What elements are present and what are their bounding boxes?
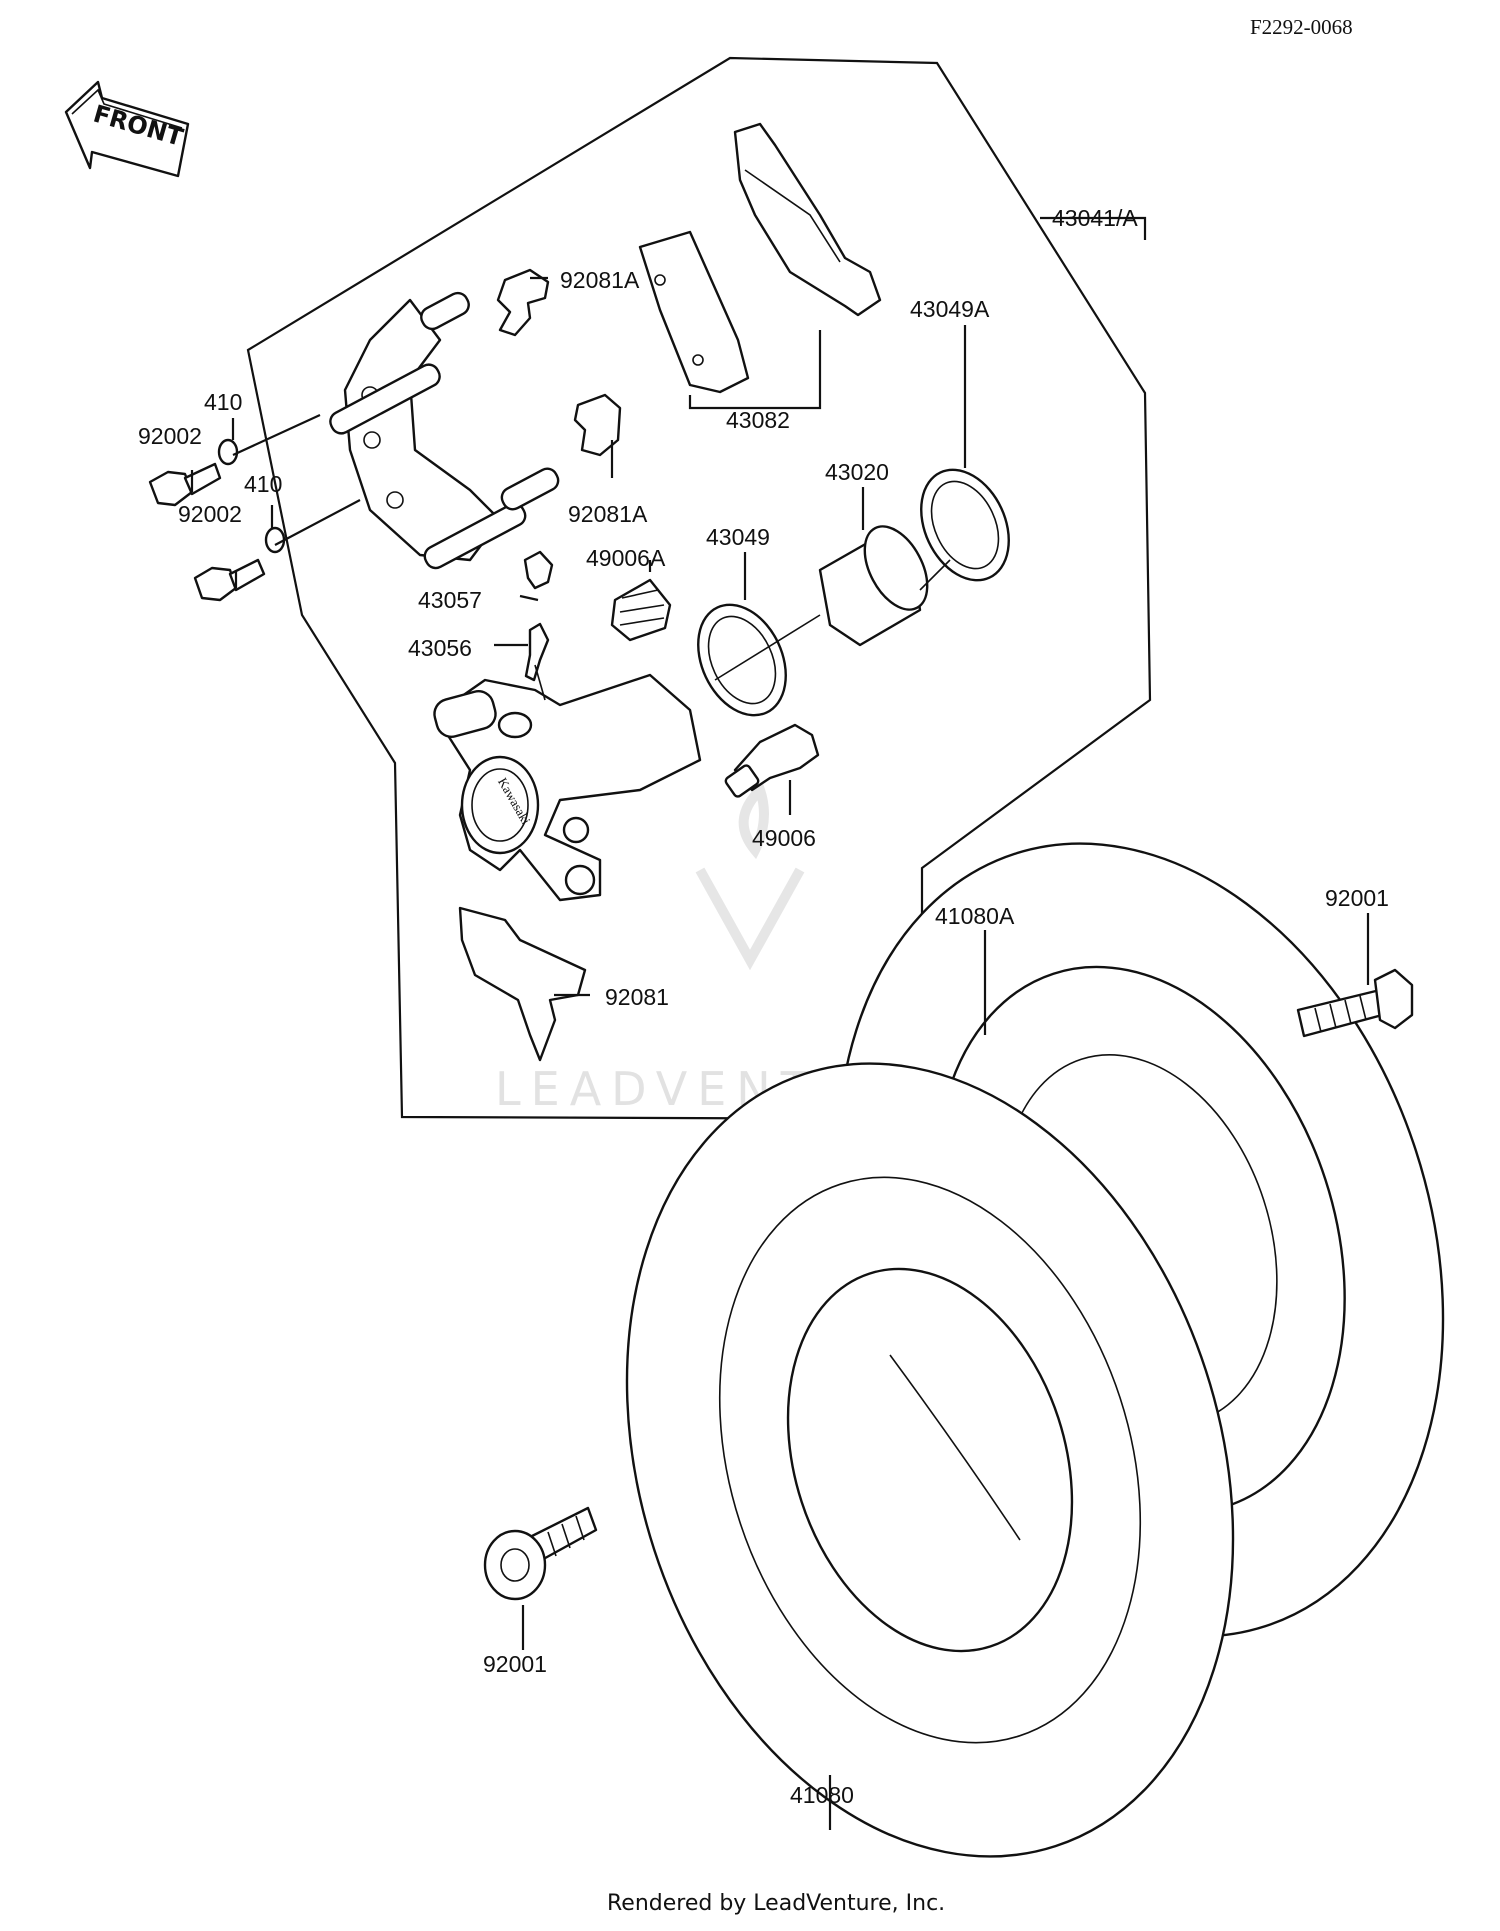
label-410-upper: 410 (204, 389, 242, 415)
label-43082: 43082 (726, 407, 790, 433)
caliper-bracket (329, 291, 560, 570)
label-92081a-top: 92081A (560, 267, 640, 293)
bolt-92002-lower (193, 558, 266, 602)
caliper-body: Kawasaki (433, 673, 702, 902)
label-92081: 92081 (605, 984, 669, 1010)
pin-bolt (724, 723, 820, 798)
label-43049: 43049 (706, 524, 770, 550)
brake-pad-set (638, 122, 882, 394)
label-92002-upper: 92002 (138, 423, 202, 449)
pad-spring-bottom (458, 906, 587, 1062)
piston (818, 525, 929, 647)
bleeder-cap (523, 550, 554, 590)
label-92002-lower: 92002 (178, 501, 242, 527)
label-410-lower: 410 (244, 471, 282, 497)
label-43049a: 43049A (910, 296, 990, 322)
label-43041a: 43041/A (1052, 205, 1138, 231)
label-92001-left: 92001 (483, 1651, 547, 1677)
boot-49006a (610, 578, 672, 642)
pad-spring-top (496, 268, 550, 337)
diagram-code: F2292-0068 (1250, 15, 1353, 39)
front-arrow-icon: FRONT (64, 80, 190, 178)
label-43020: 43020 (825, 459, 889, 485)
piston-seal-43049 (697, 603, 787, 717)
caliper-assembly-outline (246, 56, 1152, 1121)
collar-410-upper (217, 438, 239, 466)
pad-spring-mid (573, 393, 622, 457)
label-43057: 43057 (418, 587, 482, 613)
brake-disc-41080 (625, 1062, 1235, 1858)
label-92001-right: 92001 (1325, 885, 1389, 911)
collar-410-lower (264, 526, 286, 554)
disc-bolt-right (1296, 968, 1414, 1038)
label-92081a-mid: 92081A (568, 501, 648, 527)
label-49006: 49006 (752, 825, 816, 851)
dust-seal-43049a (920, 468, 1010, 582)
footer-credit: Rendered by LeadVenture, Inc. (607, 1891, 945, 1916)
label-41080: 41080 (790, 1782, 854, 1808)
label-49006a: 49006A (586, 545, 666, 571)
disc-bolt-left (483, 1506, 598, 1601)
label-43056: 43056 (408, 635, 472, 661)
label-41080a: 41080A (935, 903, 1015, 929)
bolt-92002-upper (148, 462, 222, 507)
leader-lines (190, 216, 1370, 1830)
